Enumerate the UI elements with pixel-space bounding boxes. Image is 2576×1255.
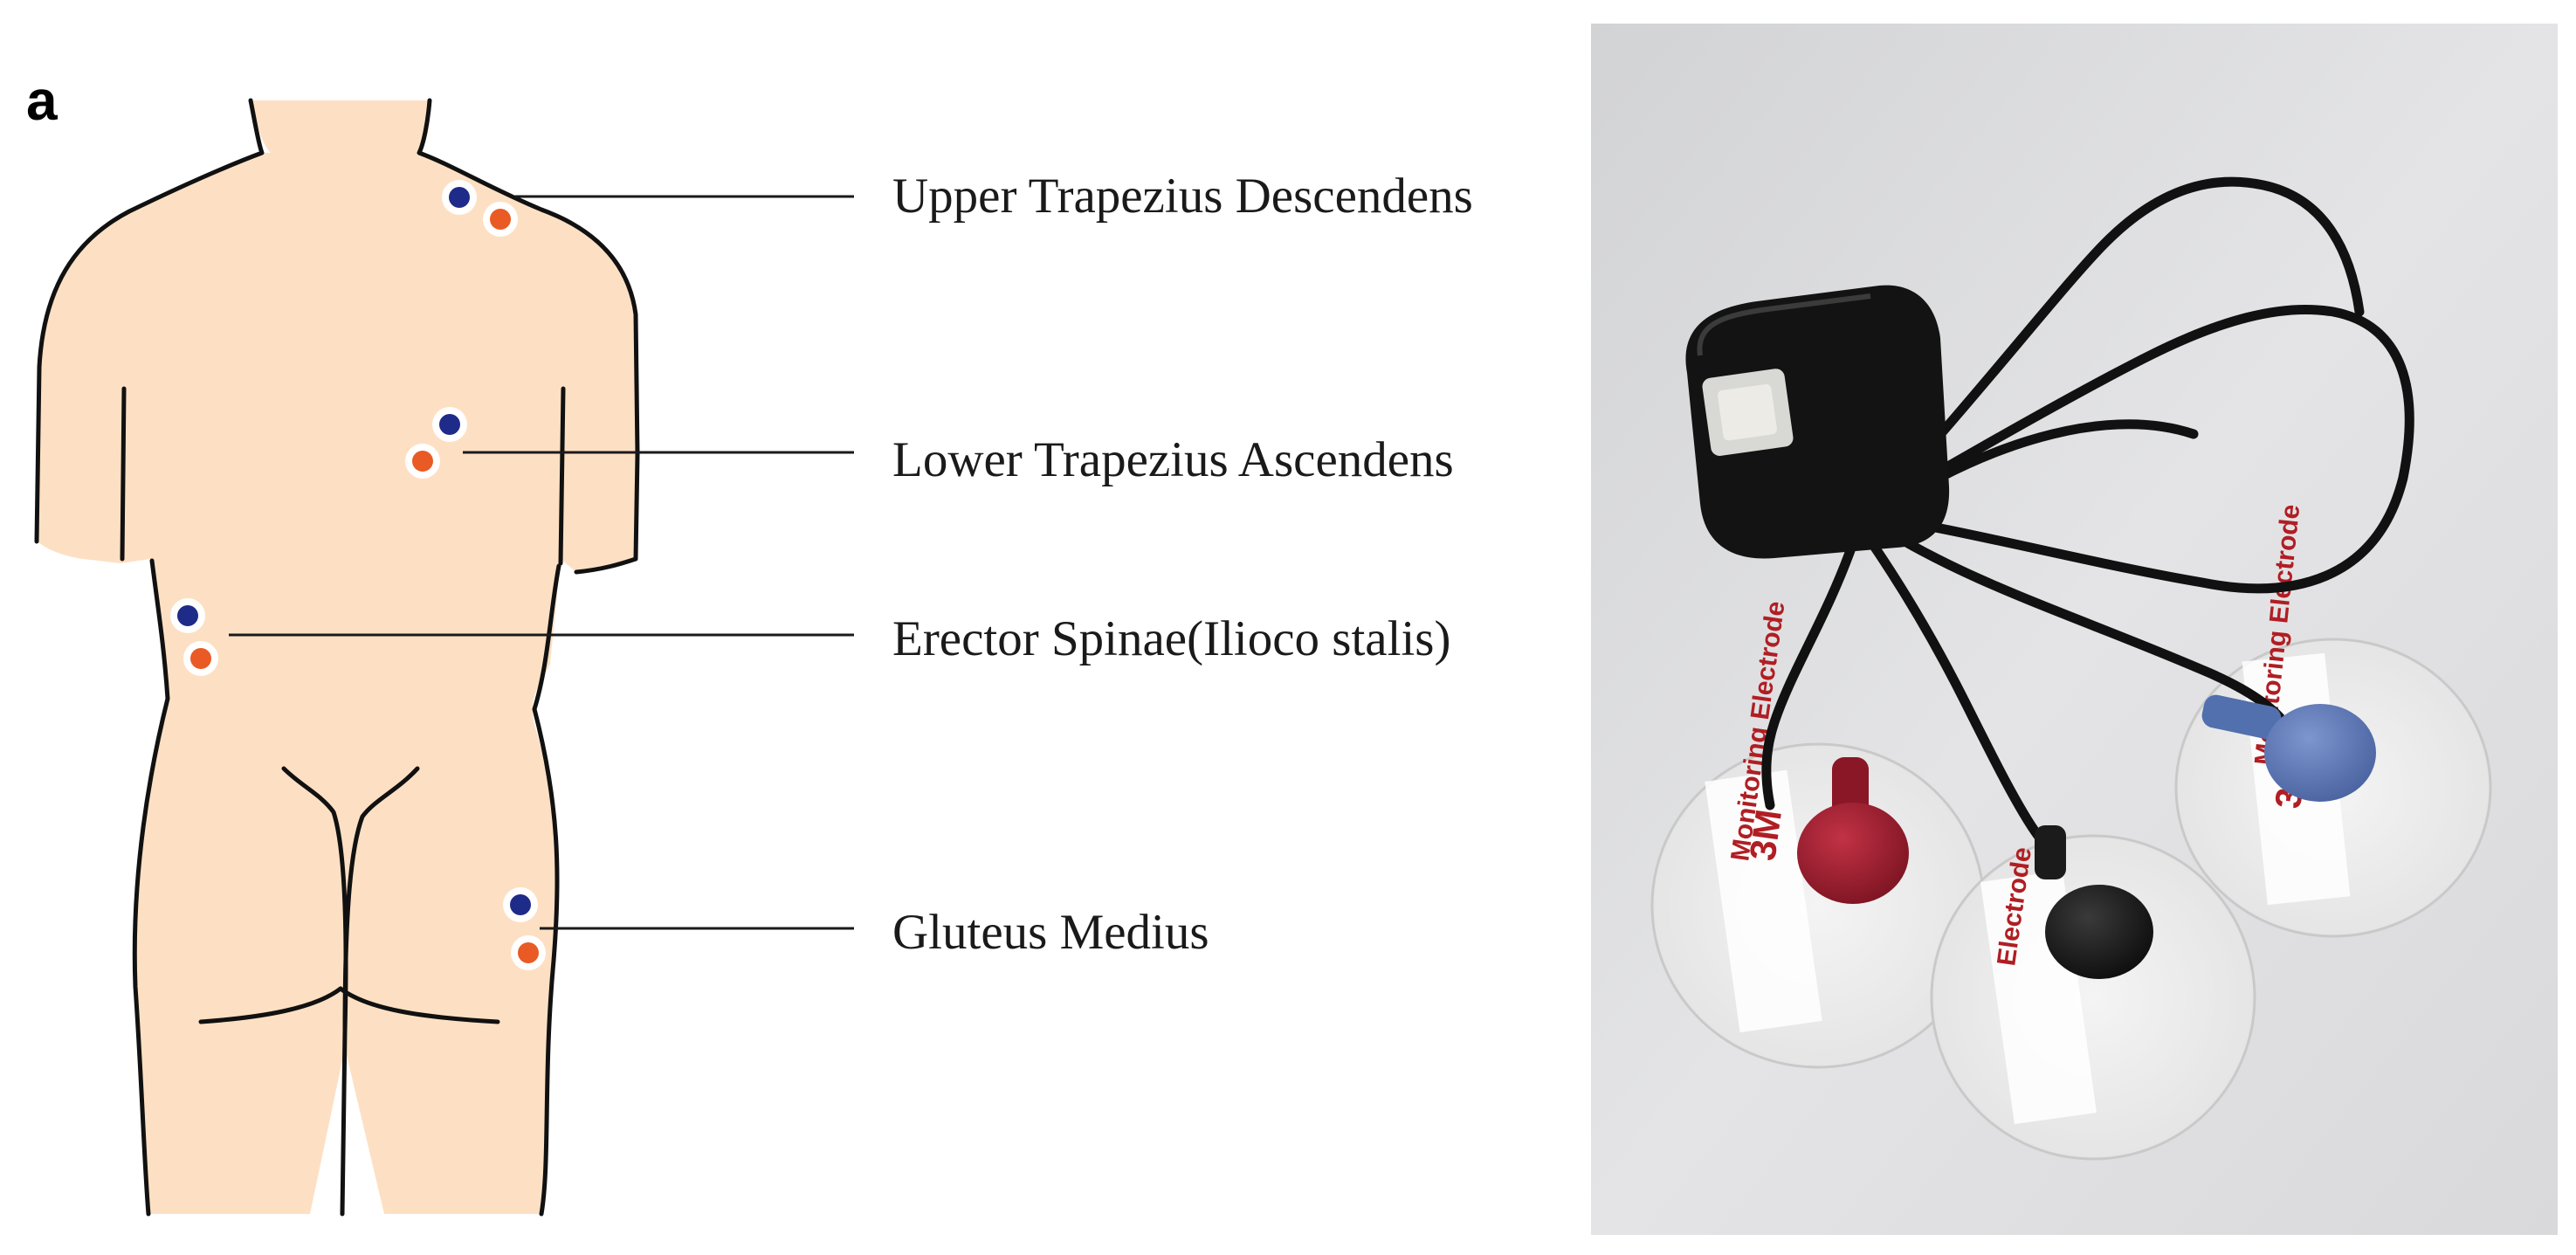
electrode-pair-lower-trapezius	[405, 407, 467, 479]
svg-text:3M: 3M	[1741, 807, 1789, 863]
label-lower-trapezius: Lower Trapezius Ascendens	[892, 432, 1454, 487]
electrode-pad-center	[1930, 834, 2256, 1161]
electrode-pad-left	[1650, 742, 1986, 1069]
label-gluteus-medius: Gluteus Medius	[892, 905, 1209, 960]
label-erector-spinae: Erector Spinae(Ilioco stalis)	[892, 611, 1451, 666]
electrode-snap-red	[1797, 757, 1909, 904]
body-back-diagram	[34, 98, 854, 1217]
electrode-pair-erector-spinae	[170, 598, 218, 676]
emg-sensor-photo: Monitoring Electrode 3M Electrode Monito…	[1591, 24, 2558, 1235]
panel-letter-a: a	[26, 69, 58, 132]
electrode-snap-black	[2035, 825, 2153, 979]
leader-lines	[229, 195, 854, 930]
body-silhouette	[37, 100, 637, 1214]
emg-sensor-hub	[1685, 285, 1950, 559]
electrode-pair-upper-trapezius	[442, 180, 518, 237]
body-outline	[34, 98, 640, 1217]
electrode-snap-blue	[2201, 694, 2376, 802]
electrode-pair-gluteus-medius	[503, 887, 546, 970]
label-upper-trapezius: Upper Trapezius Descendens	[892, 169, 1473, 224]
